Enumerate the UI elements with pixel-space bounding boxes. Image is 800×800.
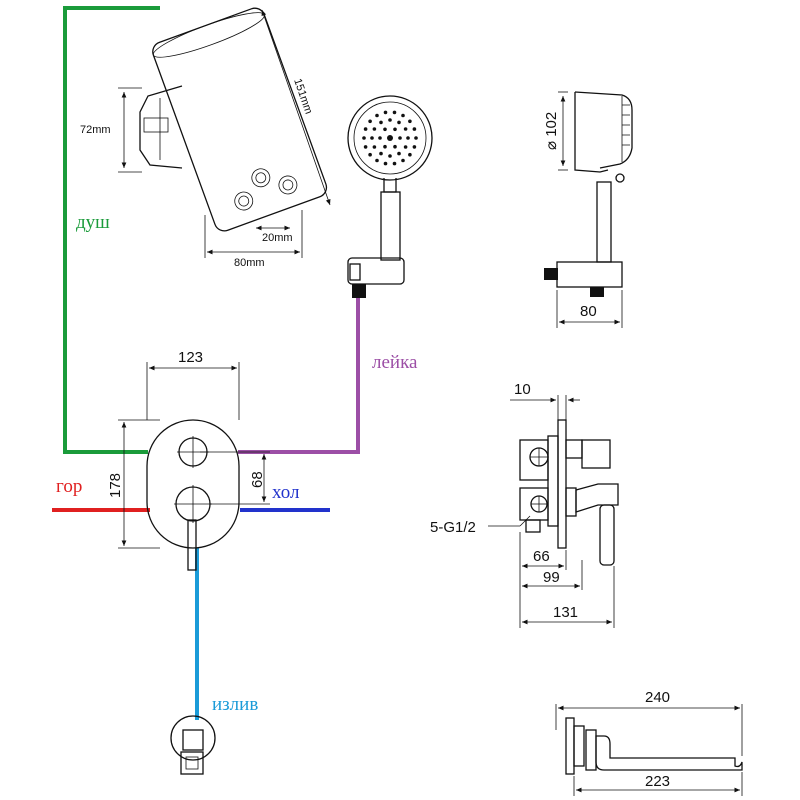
- spray-dot: [398, 136, 402, 140]
- shower-label: душ: [76, 212, 110, 233]
- spray-dot: [388, 118, 392, 122]
- shower-pipe: [63, 6, 160, 454]
- head-width-label: 80mm: [234, 257, 265, 269]
- shower-pipe-line: [63, 6, 160, 454]
- hot-label: гор: [56, 476, 82, 497]
- mixer-d131-label: 131: [553, 604, 578, 621]
- head-height-label: 72mm: [80, 124, 111, 136]
- spray-dot: [408, 119, 412, 124]
- spray-dot: [392, 161, 397, 166]
- spout-side-drawing: 240 223: [555, 689, 743, 796]
- spray-dot: [370, 136, 374, 140]
- mixer-d99-label: 99: [543, 569, 560, 586]
- handset-side-drawing: ⌀ 102 80: [543, 91, 633, 328]
- mixer-side-drawing: 10 5-G1/2 66 99 131: [430, 381, 619, 628]
- spray-dot: [378, 136, 382, 140]
- spray-dot: [412, 145, 417, 149]
- spray-dot: [363, 127, 368, 131]
- handset-diameter-label: ⌀ 102: [543, 112, 560, 150]
- spray-dot: [412, 127, 417, 131]
- spray-dot: [372, 145, 377, 149]
- spray-dot: [408, 152, 412, 157]
- spray-dot: [383, 127, 387, 132]
- head-nozzle-label: 20mm: [262, 232, 293, 244]
- mixer-width-label: 123: [178, 349, 203, 366]
- handset-label: лейка: [372, 352, 418, 373]
- spray-dot: [379, 120, 383, 125]
- spray-center-dot: [387, 135, 393, 141]
- spray-dot: [362, 136, 366, 140]
- spout-total-label: 240: [645, 689, 670, 706]
- spray-dot: [403, 145, 408, 149]
- shower-head-drawing: 72mm 151mm 20mm 80mm: [80, 7, 331, 269]
- spout-label: излив: [212, 694, 258, 715]
- spray-dot: [372, 127, 377, 131]
- spray-dot: [383, 110, 388, 115]
- mixer-front-drawing: 123 178 68: [107, 349, 270, 571]
- handset-bracket-label: 80: [580, 303, 597, 320]
- spray-dot: [383, 161, 388, 166]
- spout-front-drawing: [170, 715, 216, 775]
- spray-dot: [403, 127, 408, 131]
- mixer-thread-label: 5-G1/2: [430, 519, 476, 536]
- handset-pipe-line: [238, 298, 360, 454]
- spout-reach-label: 223: [645, 773, 670, 790]
- mixer-plate-label: 10: [514, 381, 531, 398]
- spray-dot: [388, 154, 392, 158]
- spray-dot: [401, 158, 405, 163]
- spray-dot: [393, 127, 397, 132]
- spray-dot: [383, 144, 387, 149]
- spray-dot: [392, 110, 397, 115]
- spray-dot: [397, 120, 401, 125]
- mixer-height-label: 178: [107, 473, 124, 498]
- spray-dot: [393, 144, 397, 149]
- spray-dot: [368, 152, 372, 157]
- handset-pipe: [238, 298, 360, 454]
- spray-dot: [414, 136, 418, 140]
- spray-dot: [375, 158, 379, 163]
- spray-dot: [363, 145, 368, 149]
- spray-dot: [397, 151, 401, 156]
- handset-front-drawing: [347, 95, 433, 298]
- mixer-d66-label: 66: [533, 548, 550, 565]
- spray-dot: [401, 113, 405, 118]
- spray-dot: [379, 151, 383, 156]
- spray-dot: [368, 119, 372, 124]
- spray-dot: [375, 113, 379, 118]
- spray-dot: [406, 136, 410, 140]
- cold-label: хол: [272, 482, 300, 503]
- mixer-offset-label: 68: [249, 471, 266, 488]
